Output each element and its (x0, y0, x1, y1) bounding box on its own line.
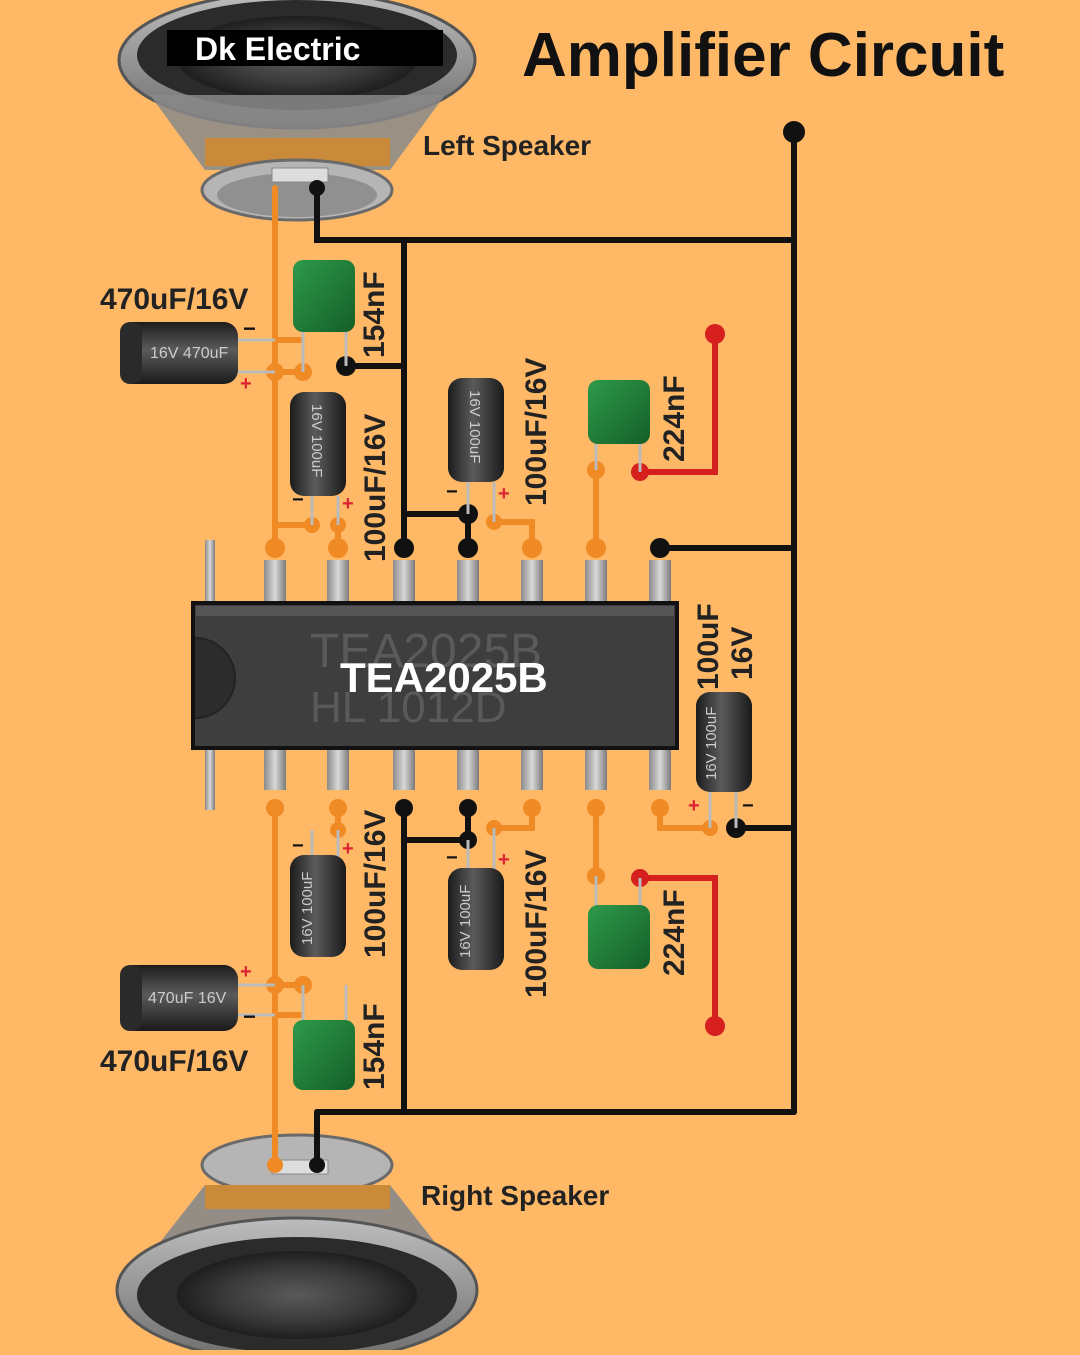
elec-cap-100uf-bottom-left: 16V 100uF − + (290, 830, 354, 957)
elec-cap-100uf-top-left-label: 100uF/16V (359, 414, 392, 562)
elec-cap-100uf-top-left: 16V 100uF − + (290, 392, 354, 525)
cap-470uf-top-body-text: 16V 470uF (150, 345, 229, 362)
brand-badge: Dk Electric (167, 30, 443, 67)
elec-cap-100uf-right: 16V 100uF + − (688, 692, 754, 828)
elec-cap-100uf-right-body-text: 16V 100uF (703, 707, 720, 780)
cap-470uf-bottom-body-text: 470uF 16V (148, 990, 227, 1007)
ic-engraved-line1: TEA2025B (310, 625, 542, 678)
elec-cap-100uf-top-mid: 16V 100uF − + (446, 378, 510, 522)
ic-label: TEA2025B (340, 654, 548, 701)
elec-cap-100uf-top-mid-label: 100uF/16V (520, 358, 553, 506)
ic-pins-bottom (205, 745, 671, 810)
cap-470uf-bottom: 470uF 16V + − (120, 961, 275, 1031)
supply-wires (637, 331, 718, 1029)
svg-text:+: + (240, 961, 252, 983)
elec-cap-100uf-top-left-body-text: 16V 100uF (308, 404, 325, 477)
left-speaker-label: Left Speaker (423, 130, 591, 161)
svg-text:−: − (292, 489, 304, 511)
cap-470uf-top-label: 470uF/16V (100, 283, 248, 316)
elec-cap-100uf-bottom-mid-body-text: 16V 100uF (457, 885, 474, 958)
elec-cap-100uf-right-label-2: 16V (726, 627, 759, 680)
elec-cap-100uf-right-label-1: 100uF (692, 603, 725, 690)
brand-text: Dk Electric (195, 31, 360, 67)
cap-470uf-top: 16V 470uF − + (120, 316, 275, 395)
film-cap-154nf-bottom-label: 154nF (358, 1003, 391, 1090)
ic-chip: TEA2025B HL 1012D TEA2025B (191, 601, 679, 750)
film-cap-224nf-top (588, 380, 650, 472)
svg-text:−: − (742, 795, 754, 817)
film-cap-154nf-top (293, 260, 355, 372)
svg-text:+: + (498, 483, 510, 505)
cap-470uf-bottom-label: 470uF/16V (100, 1045, 248, 1078)
svg-text:−: − (446, 481, 458, 503)
film-cap-154nf-top-label: 154nF (358, 271, 391, 358)
film-cap-224nf-bottom (588, 876, 650, 969)
svg-text:+: + (498, 849, 510, 871)
ic-pins-top (205, 540, 671, 605)
film-cap-154nf-bottom (293, 985, 355, 1090)
right-speaker-label: Right Speaker (421, 1180, 609, 1211)
svg-text:+: + (688, 795, 700, 817)
right-speaker (115, 1133, 479, 1355)
elec-cap-100uf-bottom-left-body-text: 16V 100uF (299, 872, 316, 945)
ic-engraved-line2: HL 1012D (310, 683, 507, 732)
svg-text:+: + (342, 838, 354, 860)
svg-text:−: − (243, 1004, 256, 1029)
film-cap-224nf-top-label: 224nF (658, 375, 691, 462)
elec-cap-100uf-bottom-mid-label: 100uF/16V (520, 850, 553, 998)
svg-text:−: − (446, 847, 458, 869)
svg-text:+: + (342, 493, 354, 515)
svg-text:−: − (292, 835, 304, 857)
elec-cap-100uf-bottom-left-label: 100uF/16V (359, 810, 392, 958)
svg-text:+: + (240, 373, 252, 395)
film-cap-224nf-bottom-label: 224nF (658, 889, 691, 976)
elec-cap-100uf-bottom-mid: 16V 100uF − + (446, 828, 510, 970)
page-title: Amplifier Circuit (522, 21, 1004, 90)
elec-cap-100uf-top-mid-body-text: 16V 100uF (466, 390, 483, 463)
svg-text:−: − (243, 316, 256, 341)
